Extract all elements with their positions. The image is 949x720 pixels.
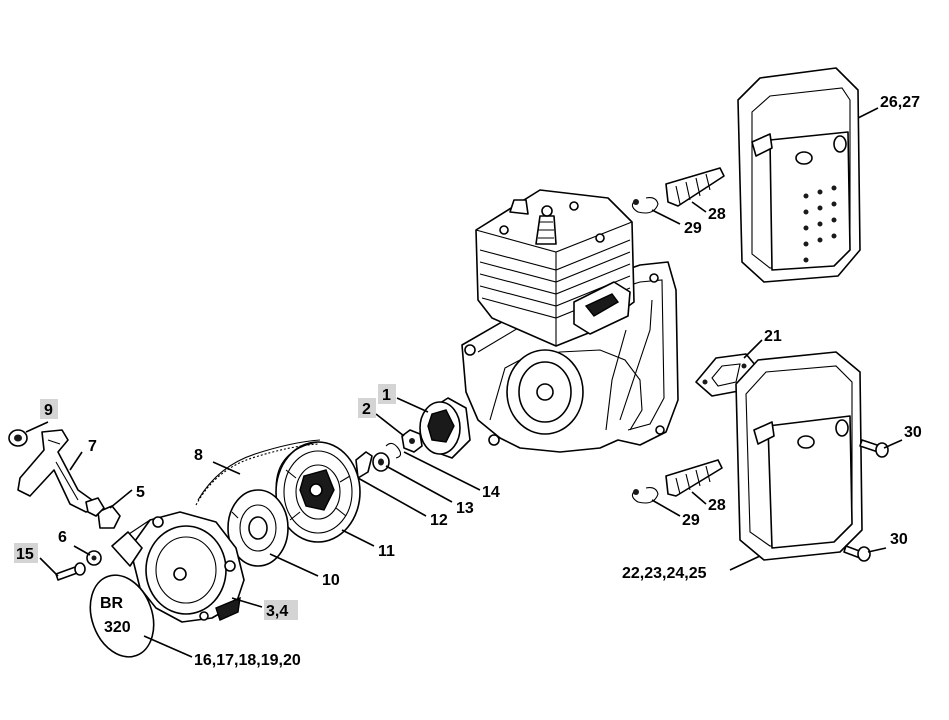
svg-text:1: 1 xyxy=(382,387,391,404)
callout-29-lower: 29 xyxy=(682,512,700,529)
callout-30-upper: 30 xyxy=(904,424,922,441)
spark-plug xyxy=(535,205,557,245)
callout-28-lower: 28 xyxy=(708,497,726,514)
callout-3-4[interactable]: 3,4 xyxy=(264,600,298,620)
svg-text:10: 10 xyxy=(322,572,340,589)
callout-30-lower: 30 xyxy=(890,531,908,548)
svg-text:29: 29 xyxy=(682,512,700,529)
callout-8: 8 xyxy=(194,447,203,464)
part-8-starter-rope xyxy=(195,443,319,506)
callout-12: 12 xyxy=(430,512,448,529)
svg-text:29: 29 xyxy=(684,220,702,237)
badge-text-model: 320 xyxy=(104,619,131,636)
part-13-washer-hole xyxy=(378,458,384,466)
part-30-screw-upper xyxy=(859,439,889,458)
callout-16-20: 16,17,18,19,20 xyxy=(194,652,301,669)
svg-text:11: 11 xyxy=(378,543,395,560)
callout-10: 10 xyxy=(322,572,340,589)
badge-text-br: BR xyxy=(100,595,124,612)
part-26-27-muffler-upper xyxy=(737,67,861,283)
svg-text:21: 21 xyxy=(764,328,782,345)
callout-13: 13 xyxy=(456,500,474,517)
callout-labels: 1 2 3,4 5 6 7 8 9 10 11 xyxy=(14,94,922,669)
part-5-rope-guide xyxy=(85,497,121,529)
svg-text:5: 5 xyxy=(136,484,145,501)
leader-lines xyxy=(25,107,903,658)
part-1-starter-cup xyxy=(419,397,471,459)
svg-text:8: 8 xyxy=(194,447,203,464)
part-28-screen-upper xyxy=(665,167,725,207)
callout-15[interactable]: 15 xyxy=(14,543,38,563)
part-6-nut xyxy=(86,550,102,566)
muffler-vent-holes xyxy=(803,185,837,263)
part-11-rope-rotor xyxy=(275,441,361,543)
callout-6: 6 xyxy=(58,529,67,546)
part-8-starter-rope-edge xyxy=(197,439,321,501)
part-15-screw xyxy=(55,562,86,581)
svg-text:6: 6 xyxy=(58,529,67,546)
callout-29-upper: 29 xyxy=(684,220,702,237)
part-2-nut xyxy=(401,429,423,453)
part-9-washer xyxy=(8,429,28,447)
part-28-screen-lower xyxy=(665,459,723,497)
svg-text:30: 30 xyxy=(904,424,922,441)
part-14-spring-clip xyxy=(385,442,402,459)
svg-text:14: 14 xyxy=(482,484,500,501)
svg-text:16,17,18,19,20: 16,17,18,19,20 xyxy=(194,652,301,669)
callout-1[interactable]: 1 xyxy=(378,384,396,404)
callout-26-27: 26,27 xyxy=(880,94,920,111)
svg-text:22,23,24,25: 22,23,24,25 xyxy=(622,565,707,582)
svg-text:3,4: 3,4 xyxy=(266,603,288,620)
callout-5: 5 xyxy=(136,484,145,501)
callout-28-upper: 28 xyxy=(708,206,726,223)
callout-11: 11 xyxy=(378,543,395,560)
svg-text:15: 15 xyxy=(16,546,34,563)
svg-text:28: 28 xyxy=(708,206,726,223)
svg-text:28: 28 xyxy=(708,497,726,514)
part-7-starter-grip xyxy=(17,429,97,513)
svg-text:12: 12 xyxy=(430,512,448,529)
part-30-screw-lower xyxy=(843,545,871,562)
callout-2[interactable]: 2 xyxy=(358,398,376,418)
svg-text:2: 2 xyxy=(362,401,371,418)
callout-7: 7 xyxy=(88,438,97,455)
part-3-4-fan-housing xyxy=(111,511,245,623)
callout-21: 21 xyxy=(764,328,782,345)
svg-text:30: 30 xyxy=(890,531,908,548)
callout-22-25: 22,23,24,25 xyxy=(622,565,707,582)
part-22-25-muffler-lower xyxy=(735,351,863,561)
part-29-clip-lower-end xyxy=(633,489,639,495)
part-29-clip-lower xyxy=(631,487,659,504)
callout-9[interactable]: 9 xyxy=(40,399,58,419)
svg-text:26,27: 26,27 xyxy=(880,94,920,111)
part-29-clip-upper xyxy=(631,197,659,214)
part-29-clip-upper-end xyxy=(633,199,639,205)
svg-text:13: 13 xyxy=(456,500,474,517)
part-12-pawl xyxy=(355,451,373,479)
svg-text:9: 9 xyxy=(44,402,53,419)
cylinder-crankcase-assembly xyxy=(461,189,679,453)
part-10-rewind-spring xyxy=(227,489,289,567)
part-16-20-cover-plate: BR 320 xyxy=(89,574,155,658)
callout-14: 14 xyxy=(482,484,500,501)
svg-text:7: 7 xyxy=(88,438,97,455)
